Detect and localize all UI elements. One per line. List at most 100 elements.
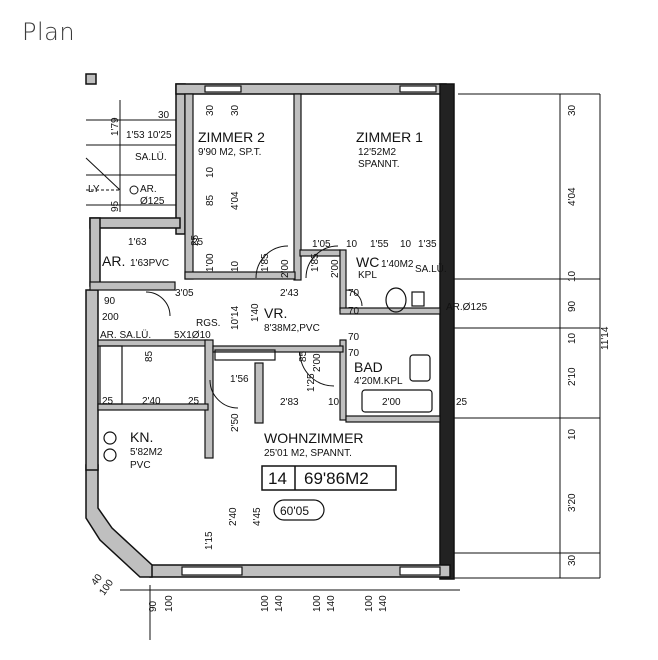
wall-right <box>439 83 455 580</box>
dim-v179: 1'79 <box>110 117 121 136</box>
bottom-dim-7: 140 <box>378 595 389 612</box>
dim-70d: 70 <box>348 348 360 359</box>
vertical-dimensions: 1'79 95 30 30 10 85 4'04 1'00 10 1'85 2'… <box>110 104 611 566</box>
wall-wc-left <box>339 249 347 311</box>
dim-25b: 25 <box>188 396 200 407</box>
label-d125: Ø125 <box>140 196 165 207</box>
dim-v10b: 10 <box>230 260 241 272</box>
wall-bay <box>85 464 153 578</box>
dim-right-10a: 10 <box>567 270 578 282</box>
label-salu-wc: SA.LÜ. <box>415 263 447 275</box>
total-labels: 14 69'86M2 60'05 <box>268 469 369 518</box>
wall-left-upper <box>85 73 97 85</box>
bottom-dim-2: 100 <box>260 595 271 612</box>
washbasin <box>409 354 431 382</box>
dim-305: 3'05 <box>175 288 194 299</box>
dim-10b: 10 <box>400 239 412 250</box>
dim-70b: 70 <box>348 306 360 317</box>
wall-left-mid <box>85 289 99 471</box>
wall-bad-left <box>339 339 347 421</box>
door-swings <box>145 245 363 409</box>
window-bottom-right <box>399 566 441 576</box>
label-ly: LY <box>88 184 100 195</box>
wall-vr-stub <box>254 362 264 424</box>
dim-v200a: 2'00 <box>280 259 291 278</box>
dim-v404: 4'04 <box>230 191 241 210</box>
wall-vr-lower <box>212 345 344 353</box>
dim-10c: 10 <box>328 397 340 408</box>
dim-right-30: 30 <box>567 104 578 116</box>
wall-ar-bottom <box>89 281 176 291</box>
fixtures <box>99 287 433 462</box>
dim-1531025: 1'53 10'25 <box>126 130 172 141</box>
dim-25d: 25 <box>192 237 204 248</box>
wall-bad-bottom <box>345 415 441 423</box>
room-bad-area: 4'20M.KPL <box>354 376 403 387</box>
dim-v200c: 2'00 <box>312 353 323 372</box>
dim-v125: 1'25 <box>306 373 317 392</box>
dim-105: 1'05 <box>312 239 331 250</box>
dim-v10a: 10 <box>205 166 216 178</box>
label-ar-d125: AR. <box>140 184 157 195</box>
kitchen-counter <box>99 345 123 405</box>
bottom-dim-5: 140 <box>326 595 337 612</box>
room-vr-area: 8'38M2,PVC <box>264 323 320 334</box>
label-salu-top: SA.LÜ. <box>135 151 167 163</box>
dim-200b: 2'00 <box>382 397 401 408</box>
room-ar-width: 1'63 <box>128 237 147 248</box>
room-zimmer2-area: 9'90 M2, SP.T. <box>198 147 261 158</box>
room-ar-name: AR. <box>102 253 125 269</box>
label-ar-d125-right: AR.Ø125 <box>446 302 488 313</box>
unit-number: 14 <box>268 469 287 488</box>
room-labels: ZIMMER 2 9'90 M2, SP.T. ZIMMER 1 12'52M2… <box>102 129 423 471</box>
dim-135: 1'35 <box>418 239 437 250</box>
bottom-dimension-line <box>120 585 460 640</box>
total-height: 60'05 <box>280 504 309 518</box>
bottom-dim-1: 100 <box>164 595 175 612</box>
wall-zimmer-bottom <box>184 271 296 280</box>
dim-right-404: 4'04 <box>567 187 578 206</box>
dim-v85c: 85 <box>144 350 155 362</box>
right-dimension-line <box>454 93 601 579</box>
dim-70c: 70 <box>348 332 360 343</box>
dim-v95: 95 <box>110 200 121 212</box>
wall-kn-bottom-stub <box>97 403 209 411</box>
dim-25a: 25 <box>102 396 114 407</box>
bottom-dim-4: 100 <box>312 595 323 612</box>
total-area: 69'86M2 <box>304 469 369 488</box>
room-wohnzimmer-name: WOHNZIMMER <box>264 430 364 446</box>
wall-z2-left <box>184 93 194 280</box>
room-kn-floor: PVC <box>130 460 151 471</box>
room-kn-area: 5'82M2 <box>130 447 163 458</box>
page-title: Plan <box>22 18 76 46</box>
dim-283: 2'83 <box>280 397 299 408</box>
dim-200: 200 <box>102 312 119 323</box>
bottom-dim-3: 140 <box>274 595 285 612</box>
dim-right-10b: 10 <box>567 332 578 344</box>
room-wohnzimmer-area: 25'01 M2, SPANNT. <box>264 448 352 459</box>
dim-v30a: 30 <box>205 104 216 116</box>
room-zimmer2-name: ZIMMER 2 <box>198 129 265 145</box>
dim-240: 2'40 <box>142 396 161 407</box>
dim-25c: 25 <box>456 397 468 408</box>
bottom-dim-6: 100 <box>364 595 375 612</box>
wall-ar-left <box>89 217 101 287</box>
room-zimmer1-name: ZIMMER 1 <box>356 129 423 145</box>
dim-v1014: 10'14 <box>230 305 241 330</box>
wall-z2-z1 <box>293 93 302 281</box>
stair-lines <box>85 100 176 212</box>
dim-v85: 85 <box>205 194 216 206</box>
dim-right-210: 2'10 <box>567 367 578 386</box>
label-ar-salu: AR. SA.LÜ. <box>100 329 151 341</box>
inner-walls <box>89 93 441 459</box>
dim-right-10c: 10 <box>567 428 578 440</box>
horizontal-dimensions: 30 1'53 10'25 1'05 10 1'55 10 1'35 3'05 … <box>102 110 468 408</box>
dim-v140: 1'40 <box>250 303 261 322</box>
outer-walls <box>85 73 455 580</box>
dim-v30b: 30 <box>230 104 241 116</box>
dim-155: 1'55 <box>370 239 389 250</box>
wc-toilet <box>385 287 407 313</box>
dim-v185b: 1'85 <box>310 253 321 272</box>
dim-243: 2'43 <box>280 288 299 299</box>
dim-v250: 2'50 <box>230 413 241 432</box>
